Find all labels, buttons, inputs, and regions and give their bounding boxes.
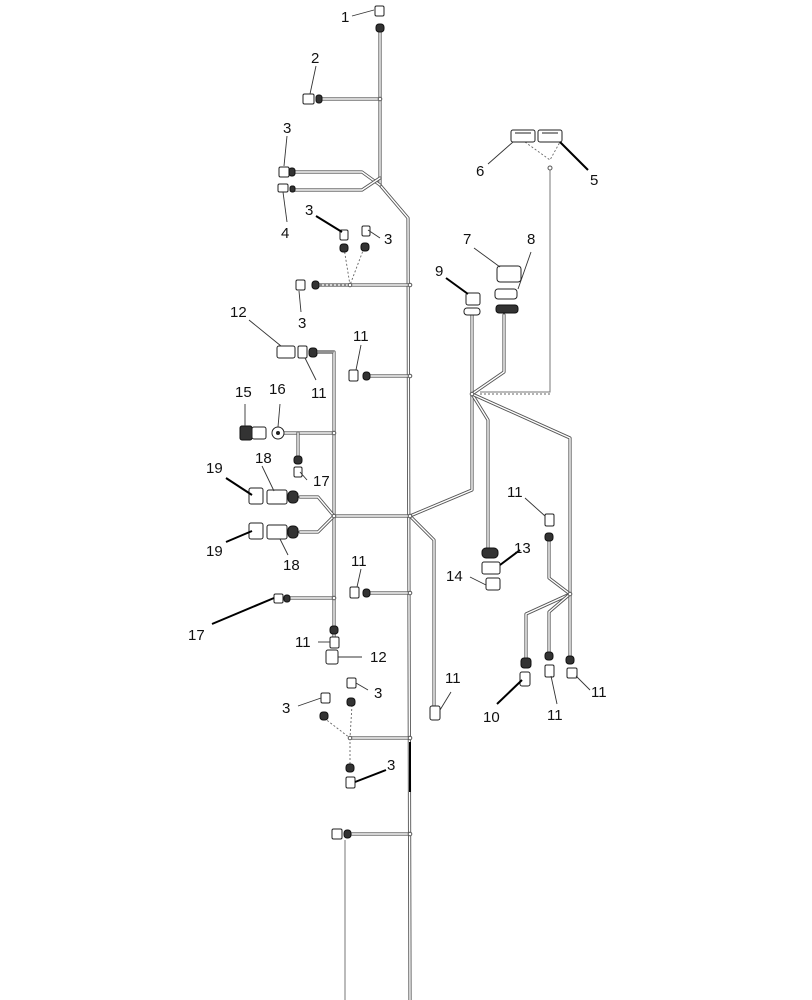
callout-1: 1 <box>341 9 349 26</box>
connector-8-icon <box>494 288 519 314</box>
connector-3-icon <box>339 229 349 253</box>
callout-13: 13 <box>514 540 531 557</box>
connector-1-icon <box>374 5 385 33</box>
connector-12-icon <box>325 649 339 665</box>
callout-3: 3 <box>305 202 313 219</box>
callout-3: 3 <box>282 700 290 717</box>
callout-16: 16 <box>269 381 286 398</box>
connector-5-icon <box>537 129 563 143</box>
connector-11-icon <box>329 625 340 649</box>
dashed-links <box>318 141 561 770</box>
callout-11: 11 <box>507 484 523 501</box>
connector-18-icon <box>266 524 299 540</box>
connector-3-icon <box>278 166 296 178</box>
connector-13-icon <box>481 547 501 575</box>
connector-9-icon <box>463 292 481 316</box>
callout-11: 11 <box>351 553 367 570</box>
connector-4-icon <box>277 183 296 193</box>
connector-11-icon <box>429 705 441 721</box>
connector-11-icon <box>349 586 371 599</box>
callout-8: 8 <box>527 231 535 248</box>
callout-3: 3 <box>374 685 382 702</box>
callout-10: 10 <box>483 709 500 726</box>
callout-18: 18 <box>255 450 272 467</box>
connector-11-icon <box>544 513 555 542</box>
callout-4: 4 <box>281 225 289 242</box>
callout-11: 11 <box>591 684 607 701</box>
connector-11-icon <box>348 369 371 382</box>
callout-17: 17 <box>188 627 205 644</box>
connector-17-icon <box>293 455 303 478</box>
callout-11: 11 <box>547 707 563 724</box>
connector-14-icon <box>485 577 501 591</box>
callout-3: 3 <box>384 231 392 248</box>
leader-lines <box>211 9 591 792</box>
callout-3: 3 <box>298 315 306 332</box>
connector-19-icon <box>248 487 264 505</box>
connector-3-icon <box>346 677 357 707</box>
callout-11: 11 <box>353 328 369 345</box>
connector-7-icon <box>496 265 522 283</box>
callout-5: 5 <box>590 172 598 189</box>
main-trunk-wire <box>378 28 412 1000</box>
callout-14: 14 <box>446 568 463 585</box>
callout-19: 19 <box>206 543 223 560</box>
callout-labels: 1 2 3 4 3 3 3 5 6 7 8 9 12 11 11 15 16 1… <box>188 9 607 774</box>
connector-18-icon <box>266 489 299 505</box>
connector-16-icon <box>271 426 285 440</box>
connector-17-icon <box>273 593 291 604</box>
connector-12-icon <box>276 345 296 359</box>
callout-18: 18 <box>283 557 300 574</box>
connector-6-icon <box>510 129 536 143</box>
junction-points <box>331 96 573 837</box>
callout-19: 19 <box>206 460 223 477</box>
connector-3-icon <box>345 763 356 789</box>
callout-3: 3 <box>283 120 291 137</box>
callout-15: 15 <box>235 384 252 401</box>
connectors <box>239 5 578 840</box>
callout-11: 11 <box>445 670 461 687</box>
connector-11-icon <box>297 345 318 359</box>
connector-11-icon <box>544 651 555 678</box>
connector-19-icon <box>248 522 264 540</box>
callout-17: 17 <box>313 473 330 490</box>
connector-3-icon <box>319 692 331 721</box>
callout-9: 9 <box>435 263 443 280</box>
callout-12: 12 <box>230 304 247 321</box>
callout-12: 12 <box>370 649 387 666</box>
callout-11: 11 <box>311 385 327 402</box>
connector-3-icon <box>295 279 320 291</box>
callout-3: 3 <box>387 757 395 774</box>
connector-10-icon <box>519 657 532 687</box>
connector-15-icon <box>239 425 267 441</box>
callout-2: 2 <box>311 50 319 67</box>
connector-11-icon <box>565 655 578 679</box>
connector-3-icon <box>360 225 371 252</box>
connector-bottom-icon <box>331 828 352 840</box>
connector-2-icon <box>302 93 323 105</box>
callout-6: 6 <box>476 163 484 180</box>
callout-11: 11 <box>295 634 311 651</box>
callout-7: 7 <box>463 231 471 248</box>
